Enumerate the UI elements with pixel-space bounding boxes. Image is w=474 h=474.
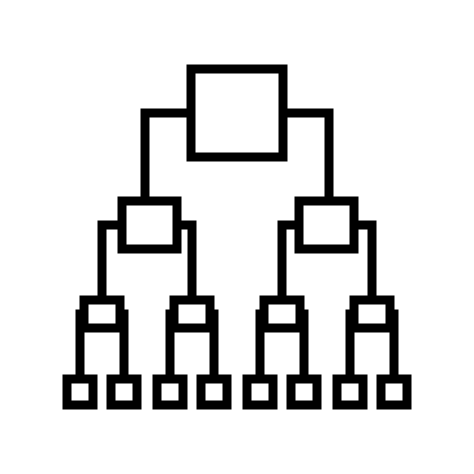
leaf-node-6	[286, 374, 322, 410]
root-node	[186, 64, 288, 162]
leaf-node-1	[62, 374, 98, 410]
level3-connector-2b	[209, 309, 219, 379]
leaf-node-8	[376, 374, 412, 410]
level2-right-connector-b	[354, 220, 377, 300]
leaf-node-5	[242, 374, 278, 410]
level3-connector-3a	[255, 309, 265, 379]
level3-connector-3b	[299, 309, 309, 379]
leaf-node-7	[332, 374, 368, 410]
level3-connector-4a	[345, 309, 355, 379]
root-connector-right	[283, 108, 334, 201]
leaf-node-2	[106, 374, 142, 410]
level2-left-connector-a	[97, 220, 122, 300]
level2-left-connector-b	[177, 220, 197, 300]
level3-connector-1a	[75, 309, 85, 379]
level3-connector-2a	[165, 309, 175, 379]
level3-connector-4b	[389, 309, 399, 379]
level3-node-4	[349, 295, 395, 333]
level2-node-left	[117, 196, 182, 254]
level3-connector-1b	[119, 309, 129, 379]
root-connector-left	[140, 108, 191, 201]
level3-node-1	[79, 295, 125, 333]
level2-node-right	[294, 196, 359, 254]
level3-node-2	[169, 295, 215, 333]
leaf-node-3	[152, 374, 188, 410]
level3-node-3	[259, 295, 305, 333]
leaf-node-4	[196, 374, 232, 410]
level2-right-connector-a	[277, 220, 299, 300]
